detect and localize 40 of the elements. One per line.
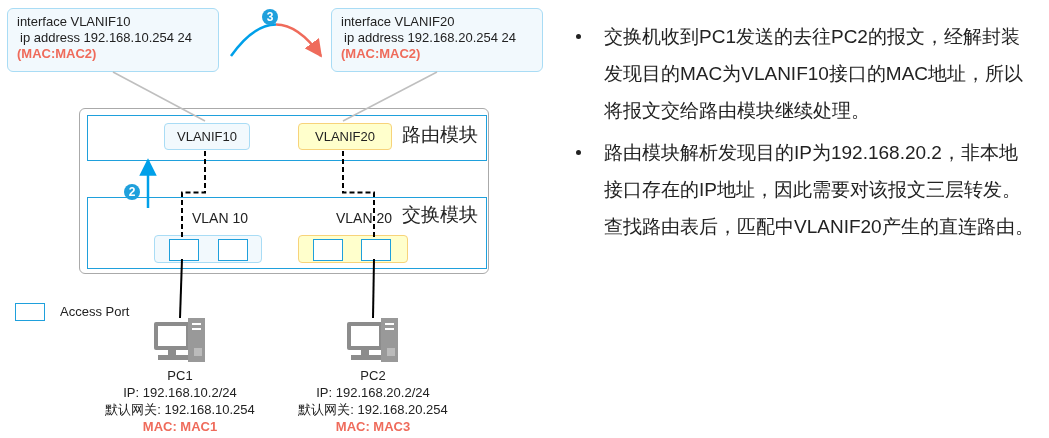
config-text: interface VLANIF20: [341, 14, 455, 30]
connector-line: [112, 71, 206, 122]
vlan-label: VLAN 20: [336, 210, 393, 227]
arrow: [230, 23, 323, 58]
port-box: [313, 239, 343, 261]
callout-number: 3: [262, 9, 278, 25]
config-text: ip address 192.168.10.254 24: [20, 30, 193, 46]
pc-name: PC1: [166, 368, 194, 384]
arrow: [139, 158, 157, 208]
callout-number: 2: [124, 184, 140, 200]
mac-label: (MAC:MAC2): [17, 46, 97, 62]
switch-frame: [79, 108, 489, 274]
port-box: [218, 239, 248, 261]
config-box: [331, 8, 543, 72]
module-title: 路由模块: [402, 124, 478, 147]
gateway-text: 默认网关: 192.168.10.254: [104, 402, 256, 418]
connector-line: [179, 258, 183, 319]
connector-line: [342, 71, 438, 122]
interface-box: VLANIF20: [298, 123, 392, 150]
note-paragraph: 交换机收到PC1发送的去往PC2的报文，经解封装发现目的MAC为VLANIF10接口的MAC地址，所以将报文交给路由模块继续处理。: [604, 25, 1025, 123]
config-box: [7, 8, 219, 72]
config-text: interface VLANIF10: [17, 14, 131, 30]
gateway-text: 默认网关: 192.168.20.254: [297, 402, 449, 418]
ip-text: IP: 192.168.20.2/24: [315, 385, 431, 401]
note-paragraph: 路由模块解析发现目的IP为192.168.20.2，非本地接口存在的IP地址，因此需要对该报文三层转发。查找路由表后，匹配中VLANIF20产生的直连路由。: [604, 141, 1034, 239]
config-text: ip address 192.168.20.254 24: [344, 30, 517, 46]
pc-name: PC2: [359, 368, 387, 384]
interface-box: VLANIF10: [164, 123, 250, 150]
module-title: 交换模块: [402, 204, 478, 227]
vlan-label: VLAN 10: [192, 210, 249, 227]
port-box: [169, 239, 199, 261]
mac-label: MAC: MAC1: [141, 419, 219, 435]
module-band: [87, 115, 487, 161]
legend-text: Access Port: [60, 304, 130, 320]
port-box: [361, 239, 391, 261]
ip-text: IP: 192.168.10.2/24: [122, 385, 238, 401]
module-band: [87, 197, 487, 269]
mac-label: MAC: MAC3: [334, 419, 412, 435]
connector-line: [372, 258, 375, 319]
mac-label: (MAC:MAC2): [341, 46, 421, 62]
